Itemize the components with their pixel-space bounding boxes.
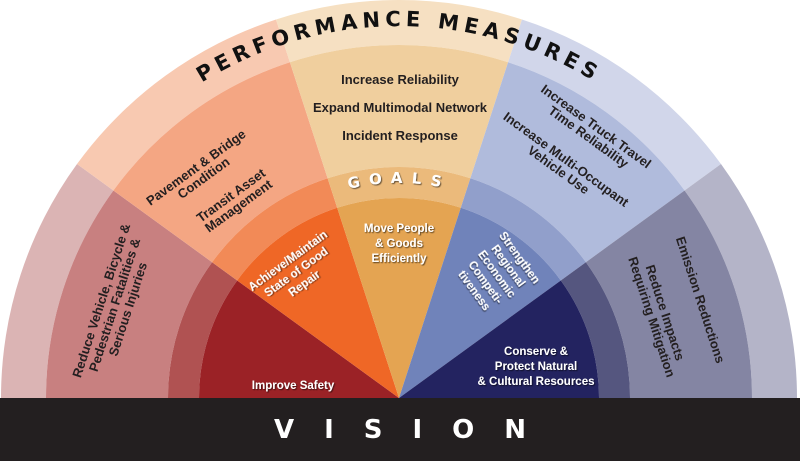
vision-label: VISION <box>273 414 557 445</box>
sector-environment-measures-ring <box>585 190 752 398</box>
sector-environment-goal-ring <box>399 280 599 398</box>
sector-environment <box>399 164 797 398</box>
sector-group <box>1 0 797 398</box>
sector-repair <box>77 19 399 398</box>
sector-safety-outer-ring <box>1 164 114 398</box>
sector-safety-goal-ring <box>199 280 399 398</box>
sector-safety-goals-band-ring <box>168 262 238 398</box>
vision-bar <box>0 398 800 461</box>
sector-environment-outer-ring <box>684 164 797 398</box>
sector-economy-goals-band-ring <box>460 178 586 281</box>
sector-economy-goal-ring <box>399 207 561 398</box>
sector-safety <box>1 164 399 398</box>
measure-text-incident: Incident Response <box>342 128 458 143</box>
sector-mobility-goal-ring <box>337 197 461 398</box>
sector-mobility <box>276 0 522 398</box>
measure-text-multimodal: Expand Multimodal Network <box>313 100 488 115</box>
measure-text-reliability: Increase Reliability <box>341 72 460 87</box>
sector-repair-measures-ring <box>113 62 328 263</box>
sector-repair-outer-ring <box>77 19 290 191</box>
sector-safety-measures-ring <box>46 190 213 398</box>
goals-label: GOALS <box>346 169 452 193</box>
goal-text-environment: Conserve &Protect Natural& Cultural Reso… <box>478 346 595 388</box>
sector-mobility-goals-band-ring <box>327 167 471 208</box>
sector-economy-outer-ring <box>508 19 721 191</box>
sector-mobility-measures-ring <box>289 45 509 179</box>
sector-economy <box>399 19 721 398</box>
goal-text-safety: Improve Safety <box>252 380 335 392</box>
sector-environment-goals-band-ring <box>560 262 630 398</box>
sector-repair-goal-ring <box>237 207 399 398</box>
sector-repair-goals-band-ring <box>212 178 338 281</box>
sector-economy-measures-ring <box>470 62 685 263</box>
sector-mobility-outer-ring <box>276 0 522 63</box>
